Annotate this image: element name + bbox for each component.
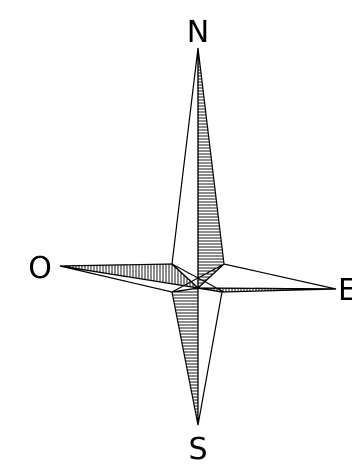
north-arm-right-half <box>198 48 224 288</box>
south-arm-right-half <box>198 288 222 425</box>
east-label: E <box>338 273 352 308</box>
south-label: S <box>188 432 207 467</box>
north-arm-left-half <box>172 48 198 288</box>
west-label: O <box>28 251 52 286</box>
north-label: N <box>187 15 209 50</box>
south-arm-left-half <box>172 288 198 425</box>
